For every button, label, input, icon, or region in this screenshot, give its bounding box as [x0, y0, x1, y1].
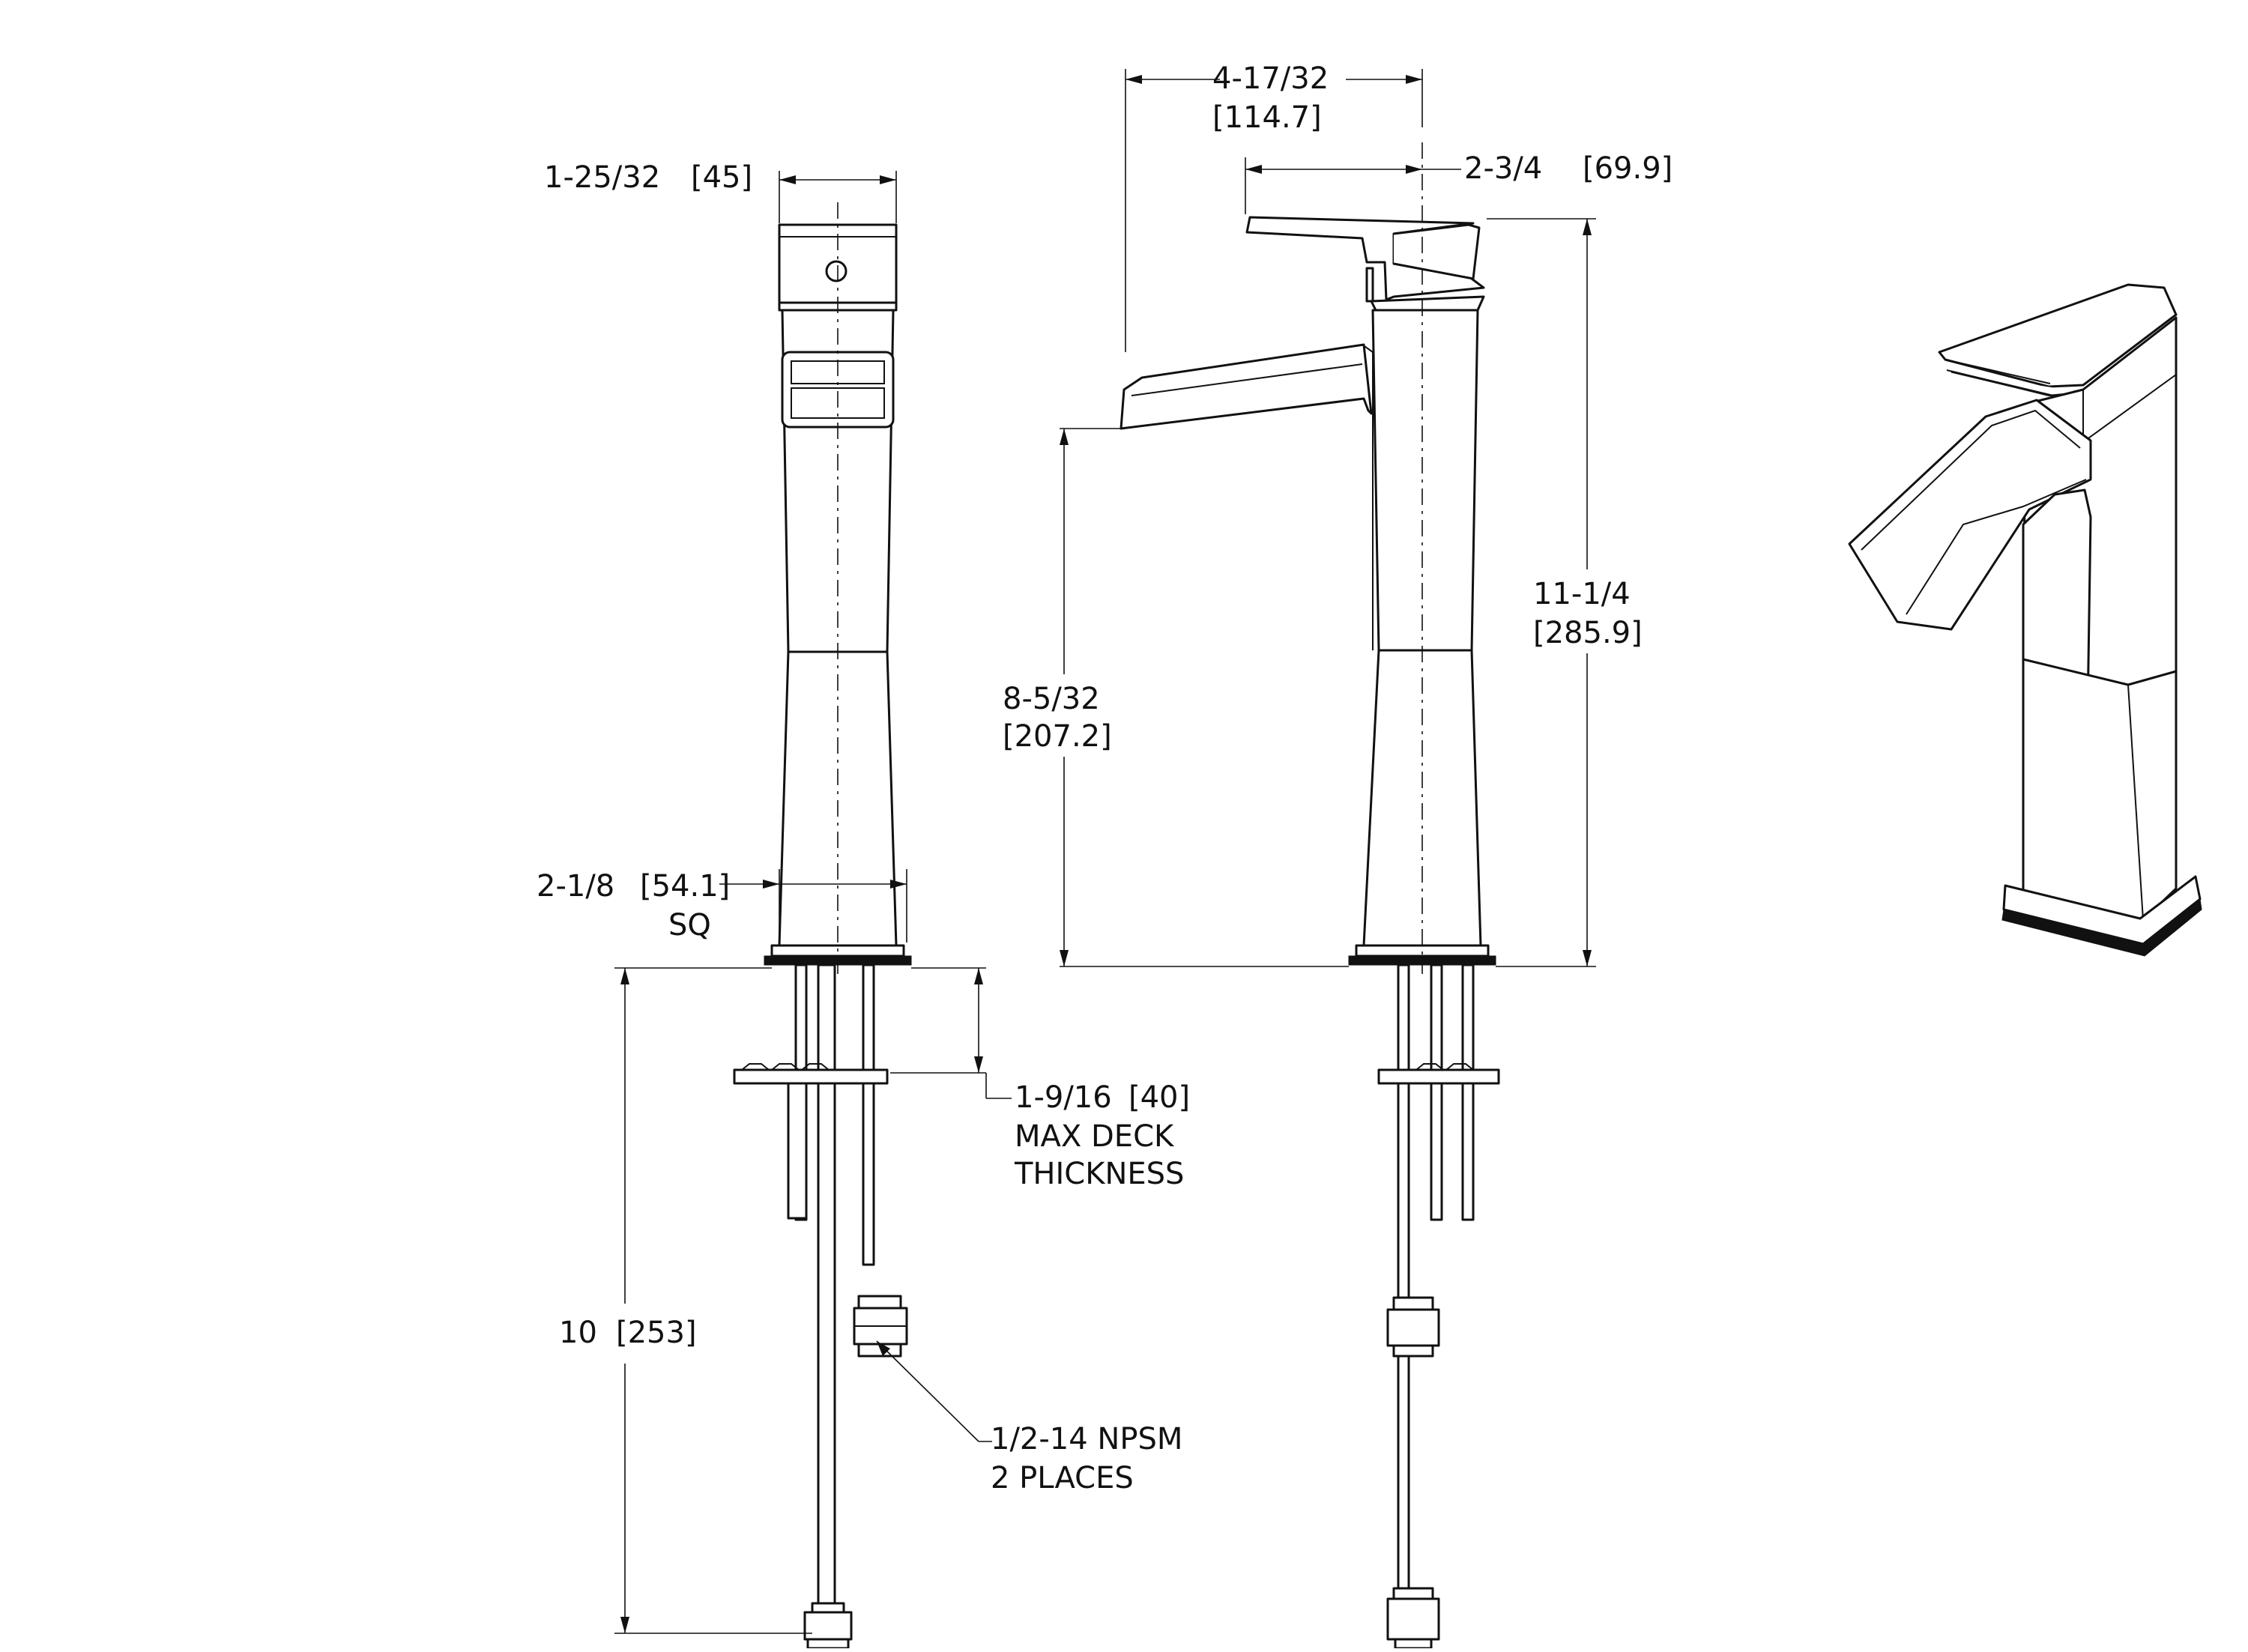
label-shank-length: 10 [559, 1316, 597, 1350]
label-base-square-metric: [54.1] [640, 869, 730, 904]
side-view [1120, 142, 1500, 1650]
dim-spout-reach: 4-17/32 [114.7] [1125, 61, 1423, 352]
label-spout-reach-metric: [114.7] [1212, 100, 1322, 135]
front-view [733, 202, 912, 1650]
callout-connection: 1/2-14 NPSM 2 PLACES [876, 1340, 1182, 1495]
dim-handle-offset: 2-3/4 [69.9] [1245, 151, 1673, 214]
label-spout-reach: 4-17/32 [1212, 61, 1329, 96]
label-overall-height: 11-1/4 [1533, 577, 1631, 611]
label-top-handle-width-metric: [45] [691, 160, 752, 195]
label-spout-height-metric: [207.2] [1003, 719, 1112, 754]
dim-shank-length: 10 [253] [559, 967, 812, 1634]
dim-base-square: 2-1/8 [54.1] SQ [537, 869, 907, 943]
label-base-square: 2-1/8 [537, 869, 614, 904]
isometric-view [1848, 283, 2202, 957]
label-spout-height: 8-5/32 [1003, 682, 1100, 716]
label-handle-offset-metric: [69.9] [1583, 151, 1673, 186]
label-shank-length-metric: [253] [616, 1316, 697, 1350]
dim-spout-height: 8-5/32 [207.2] [1003, 428, 1349, 967]
dim-top-handle-width: 1-25/32 [45] [544, 160, 897, 223]
label-deck-thickness-line2: MAX DECK [1015, 1119, 1175, 1154]
label-deck-thickness-metric: [40] [1128, 1080, 1190, 1115]
dim-deck-thickness: 1-9/16 [40] MAX DECK THICKNESS [890, 967, 1190, 1191]
label-overall-height-metric: [285.9] [1533, 616, 1643, 650]
label-base-square-suffix: SQ [668, 908, 711, 943]
label-handle-offset: 2-3/4 [1464, 151, 1542, 186]
label-deck-thickness-line3: THICKNESS [1014, 1157, 1184, 1191]
dim-overall-height: 11-1/4 [285.9] [1487, 218, 1643, 967]
label-connection-line2: 2 PLACES [991, 1461, 1134, 1495]
label-deck-thickness: 1-9/16 [1015, 1080, 1112, 1115]
label-connection-line1: 1/2-14 NPSM [991, 1422, 1182, 1456]
label-top-handle-width: 1-25/32 [544, 160, 660, 195]
